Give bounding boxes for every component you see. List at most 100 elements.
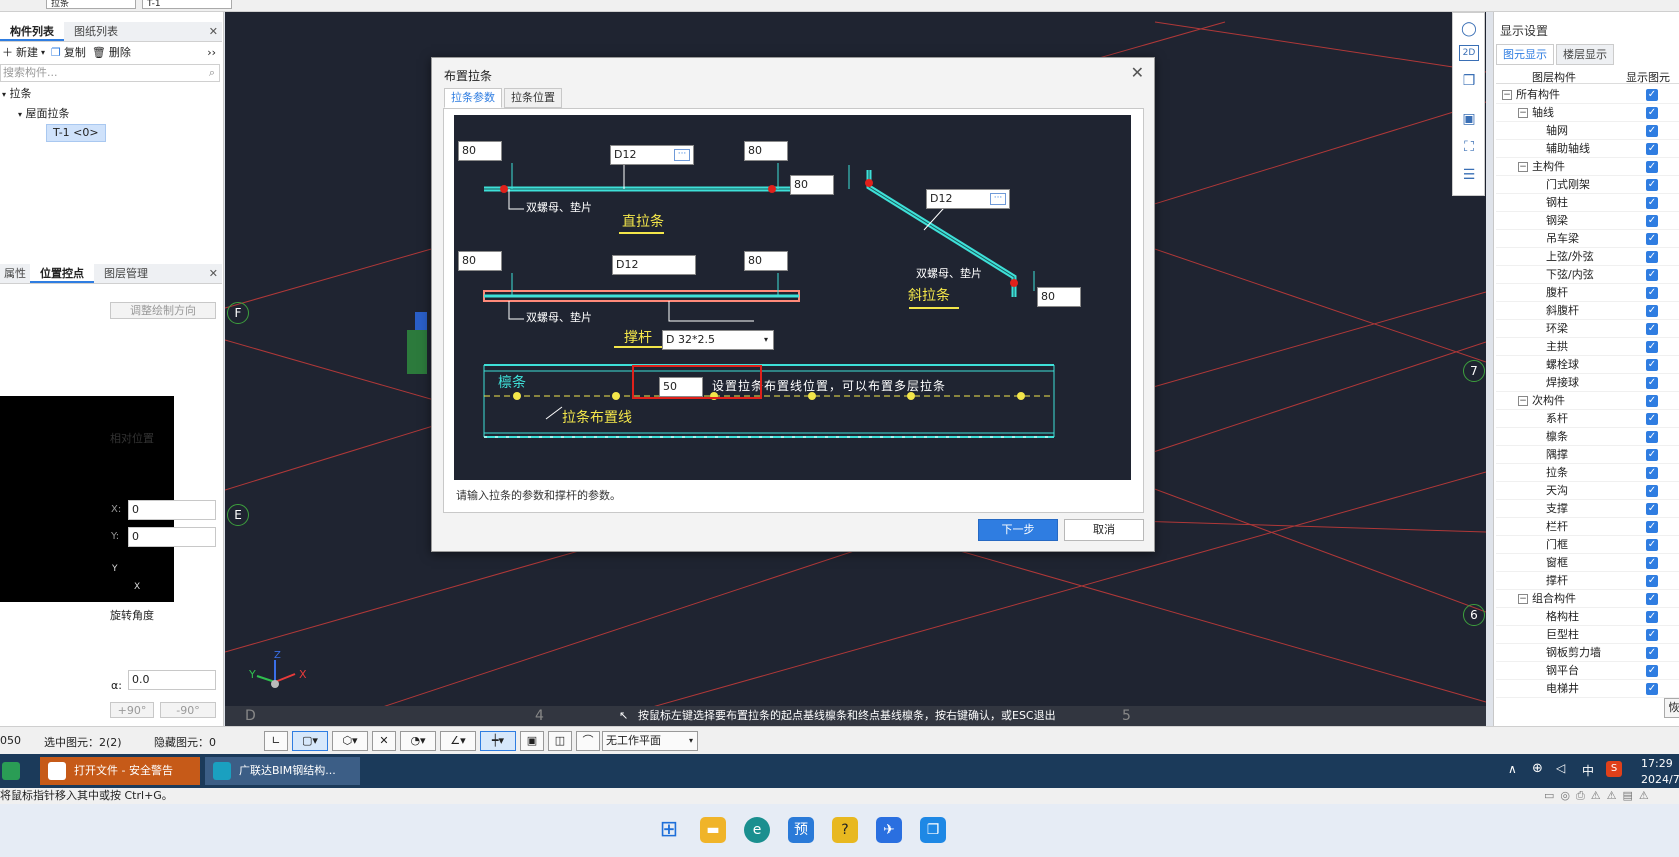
- cross-icon[interactable]: ✕: [372, 731, 396, 751]
- help-icon[interactable]: ?: [832, 817, 858, 843]
- frame-icon[interactable]: ▣: [520, 731, 544, 751]
- checkbox-icon[interactable]: ✓: [1646, 287, 1658, 299]
- tab-properties[interactable]: 属性: [4, 267, 26, 280]
- tree-node-child[interactable]: ▾ 屋面拉条: [18, 107, 70, 120]
- more-icon[interactable]: ···: [990, 193, 1006, 205]
- layer-row[interactable]: 上弦/外弦✓: [1496, 248, 1679, 266]
- checkbox-icon[interactable]: ✓: [1646, 575, 1658, 587]
- alpha-input[interactable]: 0.0: [128, 670, 216, 690]
- tab-position-control[interactable]: 位置控点: [30, 264, 94, 283]
- cube-solid-icon[interactable]: ▣: [1462, 111, 1476, 127]
- straight-left-input[interactable]: 80: [458, 141, 502, 161]
- tab-layer-management[interactable]: 图层管理: [104, 267, 148, 280]
- app-window-icon[interactable]: ❐: [920, 817, 946, 843]
- layer-row[interactable]: 螺栓球✓: [1496, 356, 1679, 374]
- tray-chevron-icon[interactable]: ∧: [1508, 762, 1517, 776]
- straight-spec-input[interactable]: D12···: [610, 145, 694, 165]
- checkbox-icon[interactable]: ✓: [1646, 503, 1658, 515]
- preview-icon[interactable]: 预: [788, 817, 814, 843]
- angle-icon[interactable]: ∠▾: [440, 731, 476, 751]
- speaker-icon[interactable]: ◁: [1556, 761, 1566, 775]
- edge-icon[interactable]: e: [744, 817, 770, 843]
- layer-row[interactable]: 支撑✓: [1496, 500, 1679, 518]
- tab-component-list[interactable]: 构件列表: [0, 22, 64, 41]
- layer-row[interactable]: 腹杆✓: [1496, 284, 1679, 302]
- checkbox-icon[interactable]: ✓: [1646, 179, 1658, 191]
- close-icon[interactable]: ✕: [208, 25, 218, 38]
- collapse-icon[interactable]: −: [1518, 162, 1528, 172]
- layer-row[interactable]: 斜腹杆✓: [1496, 302, 1679, 320]
- checkbox-icon[interactable]: ✓: [1646, 107, 1658, 119]
- cancel-button[interactable]: 取消: [1064, 519, 1144, 541]
- orbit-icon[interactable]: ◯: [1461, 21, 1477, 37]
- feishu-icon[interactable]: ✈: [876, 817, 902, 843]
- layer-row[interactable]: 格构柱✓: [1496, 608, 1679, 626]
- plus-90-button[interactable]: +90°: [110, 702, 154, 718]
- search-input[interactable]: 搜索构件... ⌕: [0, 64, 220, 82]
- next-button[interactable]: 下一步: [978, 519, 1058, 541]
- x-input[interactable]: 0: [128, 500, 216, 520]
- checkbox-icon[interactable]: ✓: [1646, 467, 1658, 479]
- axis-snap-icon[interactable]: ┿▾: [480, 731, 516, 751]
- cube-view-icon[interactable]: ❒: [1462, 73, 1476, 89]
- position-input[interactable]: 50: [659, 377, 703, 397]
- more-button[interactable]: ››: [207, 45, 216, 59]
- layer-row[interactable]: 钢板剪力墙✓: [1496, 644, 1679, 662]
- layer-row[interactable]: 拉条✓: [1496, 464, 1679, 482]
- checkbox-icon[interactable]: ✓: [1646, 629, 1658, 641]
- layer-row[interactable]: −轴线✓: [1496, 104, 1679, 122]
- tab-floor-display[interactable]: 楼层显示: [1556, 44, 1614, 65]
- checkbox-icon[interactable]: ✓: [1646, 341, 1658, 353]
- store-icon[interactable]: [2, 762, 20, 780]
- checkbox-icon[interactable]: ✓: [1646, 305, 1658, 317]
- layer-row[interactable]: 钢梁✓: [1496, 212, 1679, 230]
- layer-row[interactable]: −次构件✓: [1496, 392, 1679, 410]
- tab-brace-position[interactable]: 拉条位置: [504, 88, 562, 108]
- checkbox-icon[interactable]: ✓: [1646, 611, 1658, 623]
- ortho-icon[interactable]: ∟: [264, 731, 288, 751]
- more-icon[interactable]: ···: [674, 149, 690, 161]
- collapse-icon[interactable]: −: [1518, 108, 1528, 118]
- layer-row[interactable]: 钢平台✓: [1496, 662, 1679, 680]
- layer-row[interactable]: 吊车梁✓: [1496, 230, 1679, 248]
- globe-icon[interactable]: ⊕: [1532, 761, 1543, 776]
- workplane-select[interactable]: 无工作平面▾: [602, 731, 698, 751]
- layer-row[interactable]: −主构件✓: [1496, 158, 1679, 176]
- checkbox-icon[interactable]: ✓: [1646, 647, 1658, 659]
- checkbox-icon[interactable]: ✓: [1646, 215, 1658, 227]
- layer-row[interactable]: −所有构件✓: [1496, 86, 1679, 104]
- collapse-icon[interactable]: −: [1518, 396, 1528, 406]
- collapse-icon[interactable]: −: [1518, 594, 1528, 604]
- layer-row[interactable]: 门式刚架✓: [1496, 176, 1679, 194]
- checkbox-icon[interactable]: ✓: [1646, 233, 1658, 245]
- windows-start-icon[interactable]: ⊞: [659, 817, 679, 842]
- tab-drawing-list[interactable]: 图纸列表: [74, 25, 118, 38]
- checkbox-icon[interactable]: ✓: [1646, 377, 1658, 389]
- layer-row[interactable]: 系杆✓: [1496, 410, 1679, 428]
- checkbox-icon[interactable]: ✓: [1646, 665, 1658, 677]
- layer-row[interactable]: 檩条✓: [1496, 428, 1679, 446]
- checkbox-icon[interactable]: ✓: [1646, 413, 1658, 425]
- checkbox-icon[interactable]: ✓: [1646, 359, 1658, 371]
- diagonal-left-input[interactable]: 80: [790, 175, 834, 195]
- layer-row[interactable]: 隅撑✓: [1496, 446, 1679, 464]
- curve-icon[interactable]: ⌒: [576, 731, 600, 751]
- checkbox-icon[interactable]: ✓: [1646, 485, 1658, 497]
- select-mode-icon[interactable]: ▢▾: [292, 731, 328, 751]
- checkbox-icon[interactable]: ✓: [1646, 161, 1658, 173]
- 2d-view-icon[interactable]: 2D: [1459, 45, 1479, 61]
- checkbox-icon[interactable]: ✓: [1646, 395, 1658, 407]
- component-type-select[interactable]: 拉条: [46, 0, 136, 9]
- copy-button[interactable]: ❐复制: [51, 45, 86, 60]
- checkbox-icon[interactable]: ✓: [1646, 143, 1658, 155]
- snap-icon[interactable]: ◔▾: [400, 731, 436, 751]
- checkbox-icon[interactable]: ✓: [1646, 251, 1658, 263]
- diagonal-right-input[interactable]: 80: [1037, 287, 1081, 307]
- layer-row[interactable]: −组合构件✓: [1496, 590, 1679, 608]
- layer-row[interactable]: 巨型柱✓: [1496, 626, 1679, 644]
- layer-row[interactable]: 窗框✓: [1496, 554, 1679, 572]
- split-icon[interactable]: ◫: [548, 731, 572, 751]
- tree-node-leaf[interactable]: T-1 <0>: [46, 124, 106, 142]
- brace-spec-input[interactable]: D12: [612, 255, 696, 275]
- close-icon[interactable]: ✕: [208, 267, 218, 280]
